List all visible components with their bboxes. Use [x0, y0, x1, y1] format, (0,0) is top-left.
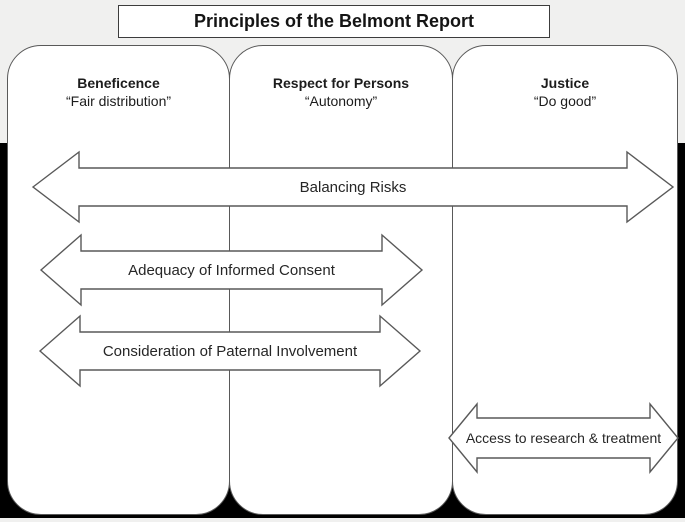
- figure-title-box: Principles of the Belmont Report: [118, 5, 550, 38]
- arrow-adequacy-label: Adequacy of Informed Consent: [128, 261, 335, 279]
- arrow-adequacy-informed-consent: Adequacy of Informed Consent: [39, 233, 424, 307]
- pillar-beneficence-title: Beneficence: [77, 75, 160, 91]
- double-arrow-graphic: [31, 150, 675, 224]
- arrow-balancing-risks-label: Balancing Risks: [299, 178, 407, 196]
- pillar-beneficence-subtitle: “Fair distribution”: [65, 93, 172, 109]
- arrow-consideration-label: Consideration of Paternal Involvement: [102, 342, 358, 360]
- arrow-access-research-treatment: Access to research & treatment: [448, 402, 679, 474]
- arrow-balancing-risks: Balancing Risks: [31, 150, 675, 224]
- pillar-respect-title: Respect for Persons: [272, 75, 410, 91]
- double-arrow-graphic: [448, 402, 679, 474]
- arrow-access-label: Access to research & treatment: [465, 430, 662, 446]
- pillar-justice-subtitle: “Do good”: [533, 93, 597, 109]
- double-arrow-graphic: [39, 233, 424, 307]
- arrow-consideration-paternal-involvement: Consideration of Paternal Involvement: [38, 314, 422, 388]
- double-arrow-graphic: [38, 314, 422, 388]
- pillar-respect-subtitle: “Autonomy”: [304, 93, 378, 109]
- figure-title: Principles of the Belmont Report: [193, 11, 475, 31]
- pillar-justice-title: Justice: [540, 75, 590, 91]
